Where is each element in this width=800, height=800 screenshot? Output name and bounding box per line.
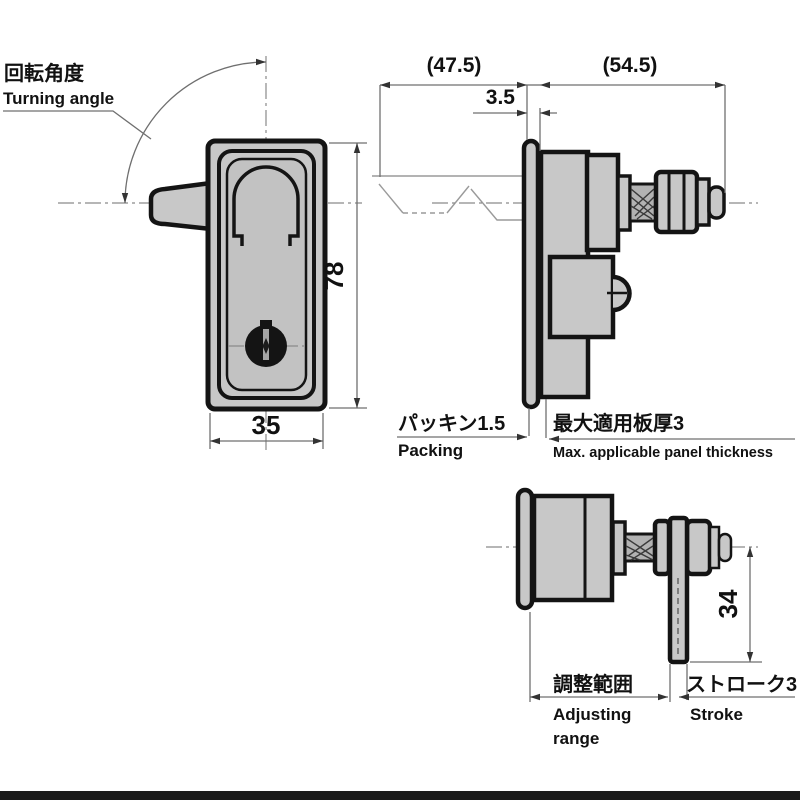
threaded-shaft [623,532,657,563]
mounting-flange [515,487,535,611]
bottom-border [0,791,800,800]
leader-line [3,110,152,140]
dimension-text-3-5: 3.5 [486,86,516,109]
outer-nut [684,518,713,577]
shaft-collar [611,520,627,576]
body-block [531,493,615,603]
hex-nut [653,169,700,235]
latch-body-side [521,138,726,410]
dimension-text-54-5: (54.5) [603,54,658,77]
max-panel-label-en: Max. applicable panel thickness [553,445,773,461]
stroke-label-en: Stroke [690,705,743,724]
stroke-label-jp: ストローク3 [686,673,797,696]
dimension-front-height: 78 [319,142,367,409]
dimension-text-34: 34 [713,589,743,618]
mounting-flange [521,138,541,410]
adjusting-range-en1: Adjusting [553,705,631,724]
dimension-text-78: 78 [319,262,349,291]
dimension-text-35: 35 [252,410,281,440]
packing-label-jp: パッキン1.5 [398,412,505,435]
shaft-end-cap [717,532,733,563]
latch-body-detail [515,487,733,665]
handle-dome-outline [232,165,300,246]
stroke-label: ストローク3 Stroke [679,664,797,724]
body-upper-block [584,152,621,253]
adjusting-range-label: 調整範囲 Adjusting range [529,612,671,748]
packing-label-en: Packing [398,441,463,460]
dimension-flange-offset: 3.5 [473,86,557,117]
shaft-end-cap [707,185,726,220]
washer [695,177,711,227]
packing-label: パッキン1.5 Packing [397,408,530,460]
turning-angle-arc [121,58,267,204]
dimension-front-width: 35 [209,410,324,449]
dimension-text-47-5: (47.5) [427,54,482,77]
turning-angle-label-en: Turning angle [3,89,114,108]
adjusting-range-en2: range [553,729,599,748]
side-view: (47.5) (54.5) 3.5 パッキン1.5 Packing 最大適用板厚… [372,54,795,461]
face-plate-recess [225,157,308,392]
adjusting-range-jp: 調整範囲 [553,672,633,696]
shaft-collar [616,174,632,232]
threaded-shaft [628,182,658,223]
body-lower-block [547,254,616,340]
handle-lever [148,180,214,232]
front-view: 78 35 回転角度 Turning angle [3,56,367,450]
detail-view: 34 調整範囲 Adjusting range ストローク3 Stroke [486,487,797,748]
dimension-arm-length: 34 [690,547,762,663]
inner-nut [652,518,672,577]
washer [708,525,721,570]
max-panel-label-jp: 最大適用板厚3 [553,411,684,435]
max-panel-label: 最大適用板厚3 Max. applicable panel thickness [545,399,795,461]
phantom-handle-outline [372,175,523,221]
turning-angle-label-jp: 回転角度 [4,61,85,85]
key-cylinder [228,320,304,367]
turning-angle-label: 回転角度 Turning angle [3,61,152,140]
